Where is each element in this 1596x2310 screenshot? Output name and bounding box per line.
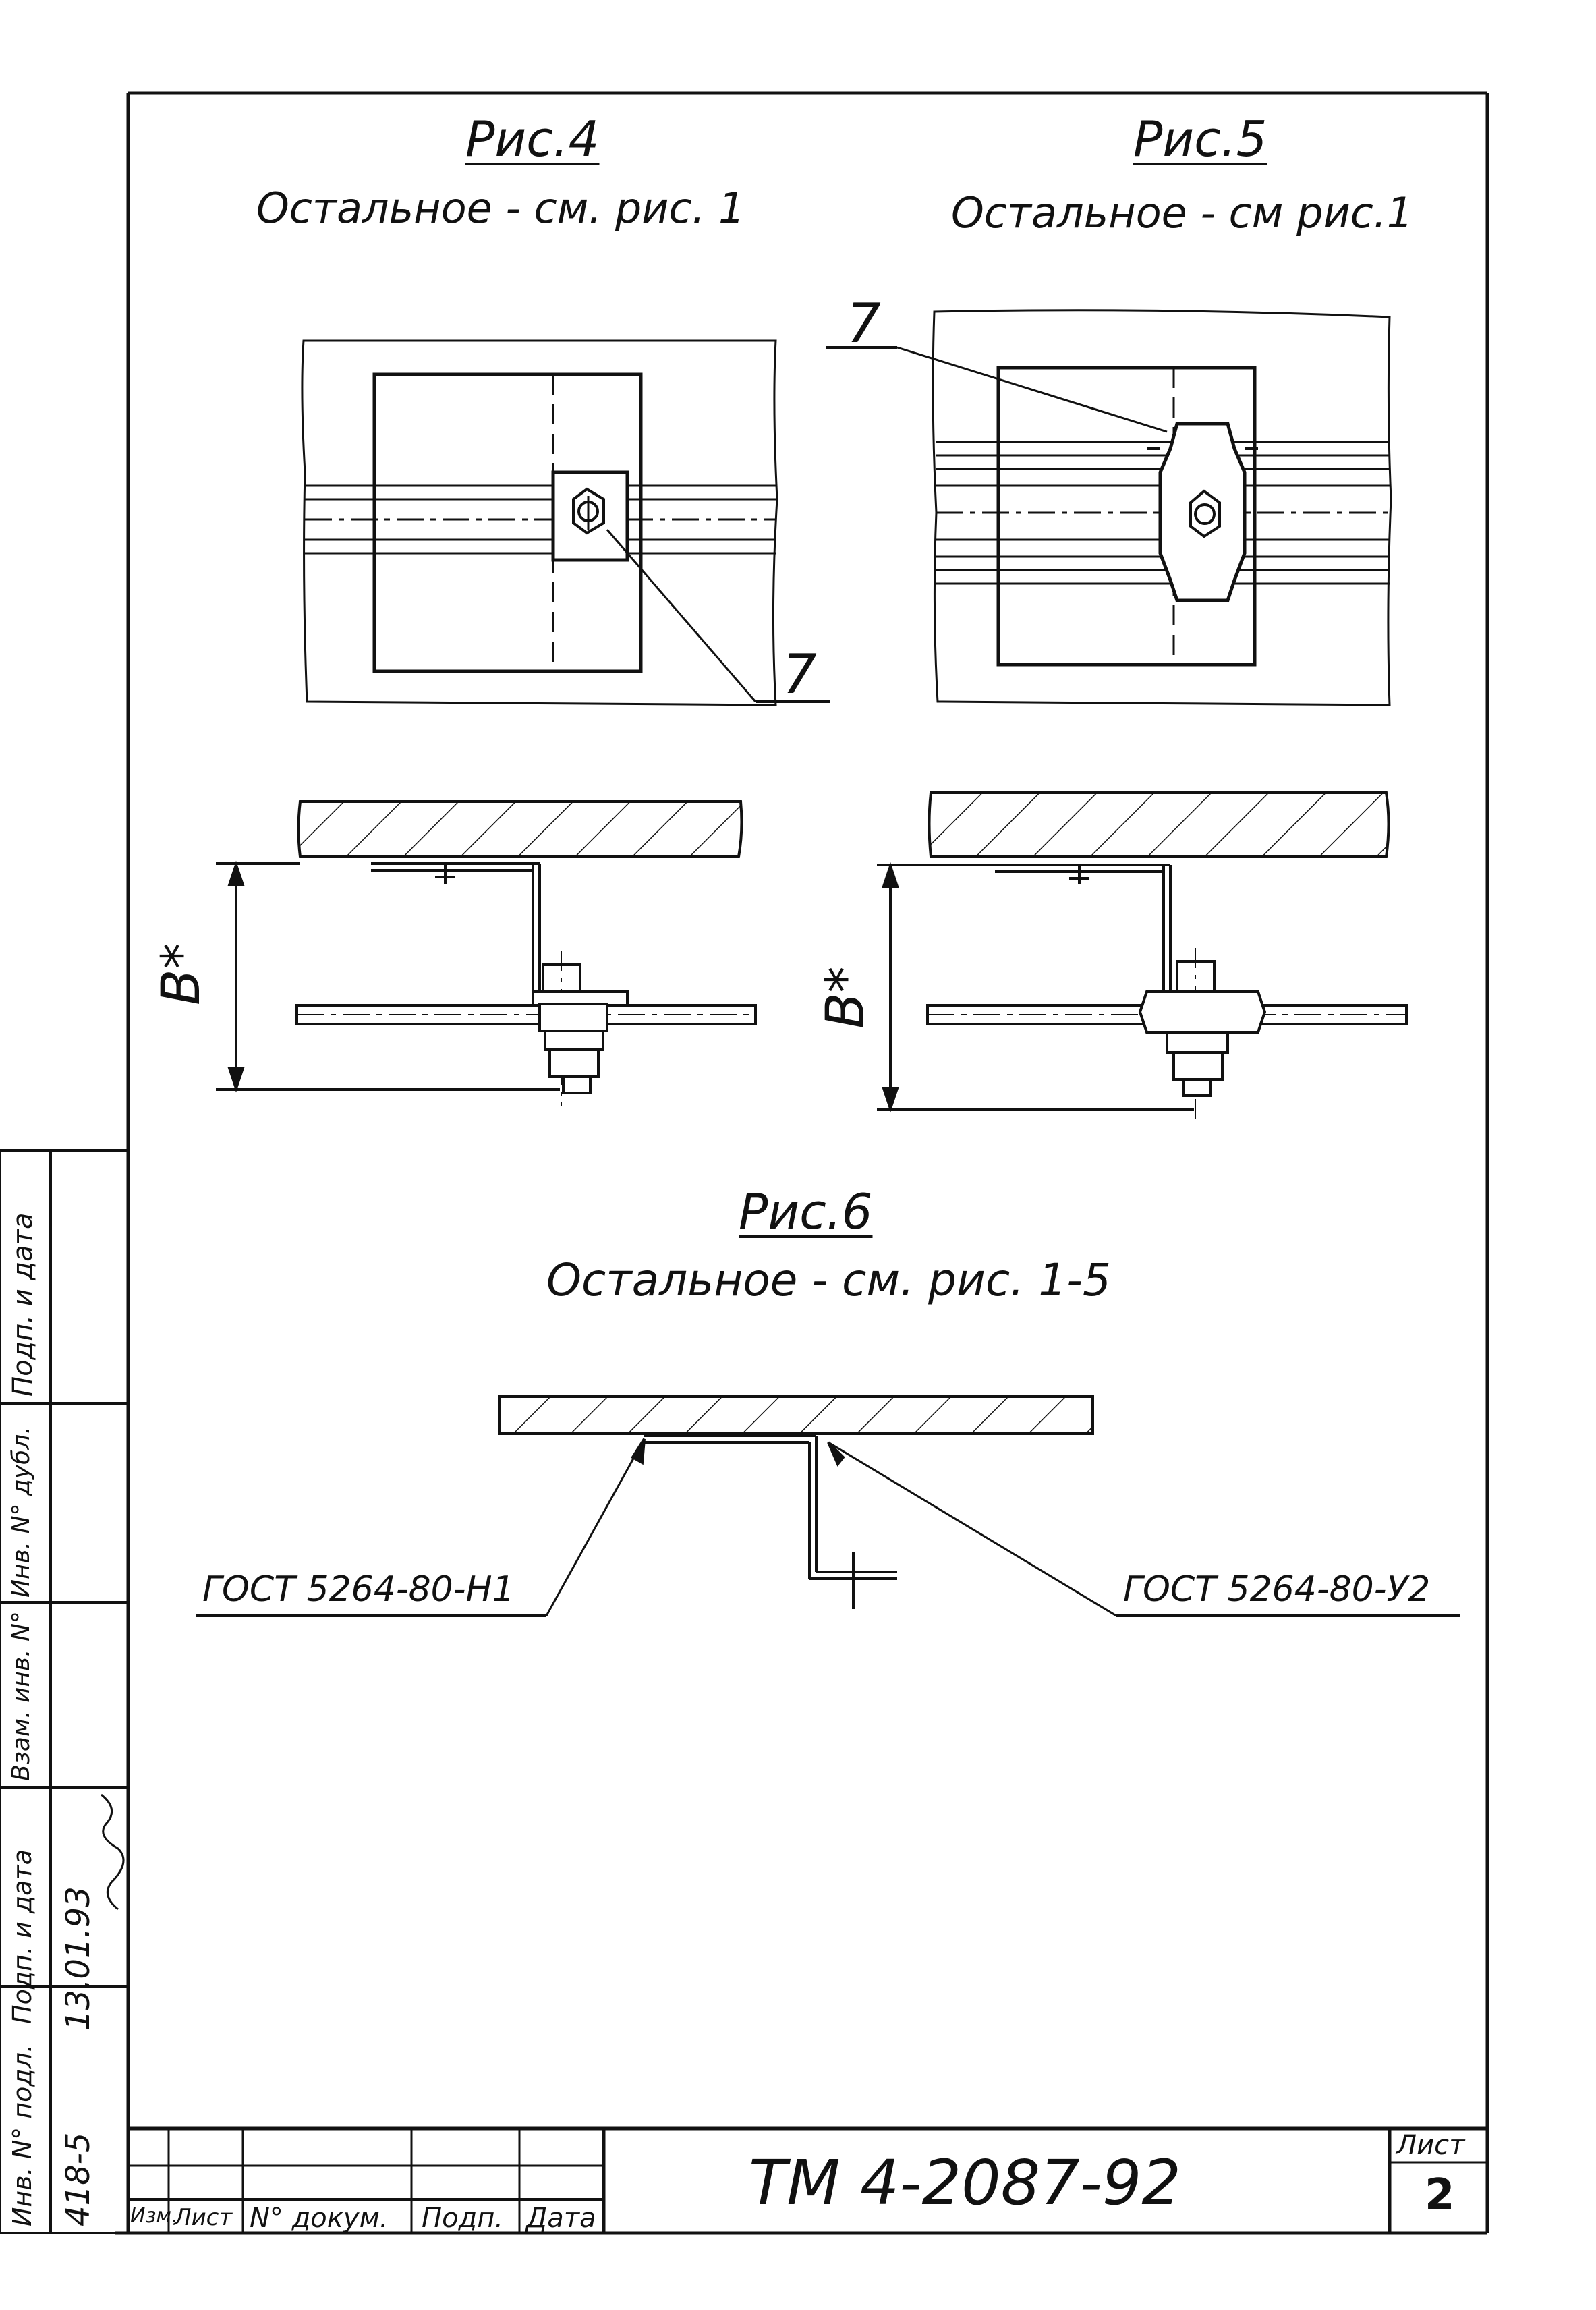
side-inv-number: 418-5 [59,2132,97,2226]
sheet-label: Лист [1396,2130,1465,2161]
fig5-title: Рис.5 [1133,111,1267,167]
fig6-left-weld-ref: ГОСТ 5264-80-Н1 [202,1569,515,1610]
side-stamp-grid [0,1149,130,2234]
fig6-right-weld-ref: ГОСТ 5264-80-У2 [1123,1569,1431,1610]
fig5-section-view [877,791,1408,1120]
tb-col-list: Лист [174,2204,233,2231]
side-label-vzam-inv: Взам. инв. N° [7,1611,35,1781]
side-label-podp-data-1: Подп. и дата [7,1849,37,2024]
fig6-note: Остальное - см. рис. 1-5 [546,1254,1111,1306]
sheet-frame [115,91,1489,2235]
fig5-plan-view [826,309,1392,706]
fig4-note: Остальное - см. рис. 1 [256,184,745,233]
document-code: ТМ 4-2087-92 [749,2147,1181,2219]
approval-signature [101,1793,125,1911]
fig6-weld-detail [196,1395,1460,1617]
title-block-grid [128,2126,1487,2233]
fig4-section-view [216,800,757,1106]
sheet-number: 2 [1425,2170,1455,2220]
fig4-height-dimension: B* [151,942,212,1005]
fig5-height-dimension: B* [816,966,876,1029]
fig4-title: Рис.4 [465,111,600,167]
fig5-callout-7: 7 [847,292,881,355]
tb-col-izm: Изм. [130,2204,178,2228]
fig4-callout-7: 7 [782,643,817,706]
tb-col-podp: Подп. [422,2203,504,2234]
fig5-note: Остальное - см рис.1 [951,188,1414,237]
side-label-podp-data-2: Подп. и дата [7,1212,38,1397]
side-label-inv-podl: Инв. N° подл. [7,2044,37,2226]
fig6-title: Рис.6 [739,1183,873,1240]
tb-col-n-dokum: N° докум. [250,2203,389,2234]
side-date: 13.01.93 [59,1886,97,2031]
tb-col-data: Дата [526,2203,596,2234]
fig4-plan-view [301,339,830,706]
side-label-inv-dubl: Инв. N° дубл. [7,1426,35,1598]
